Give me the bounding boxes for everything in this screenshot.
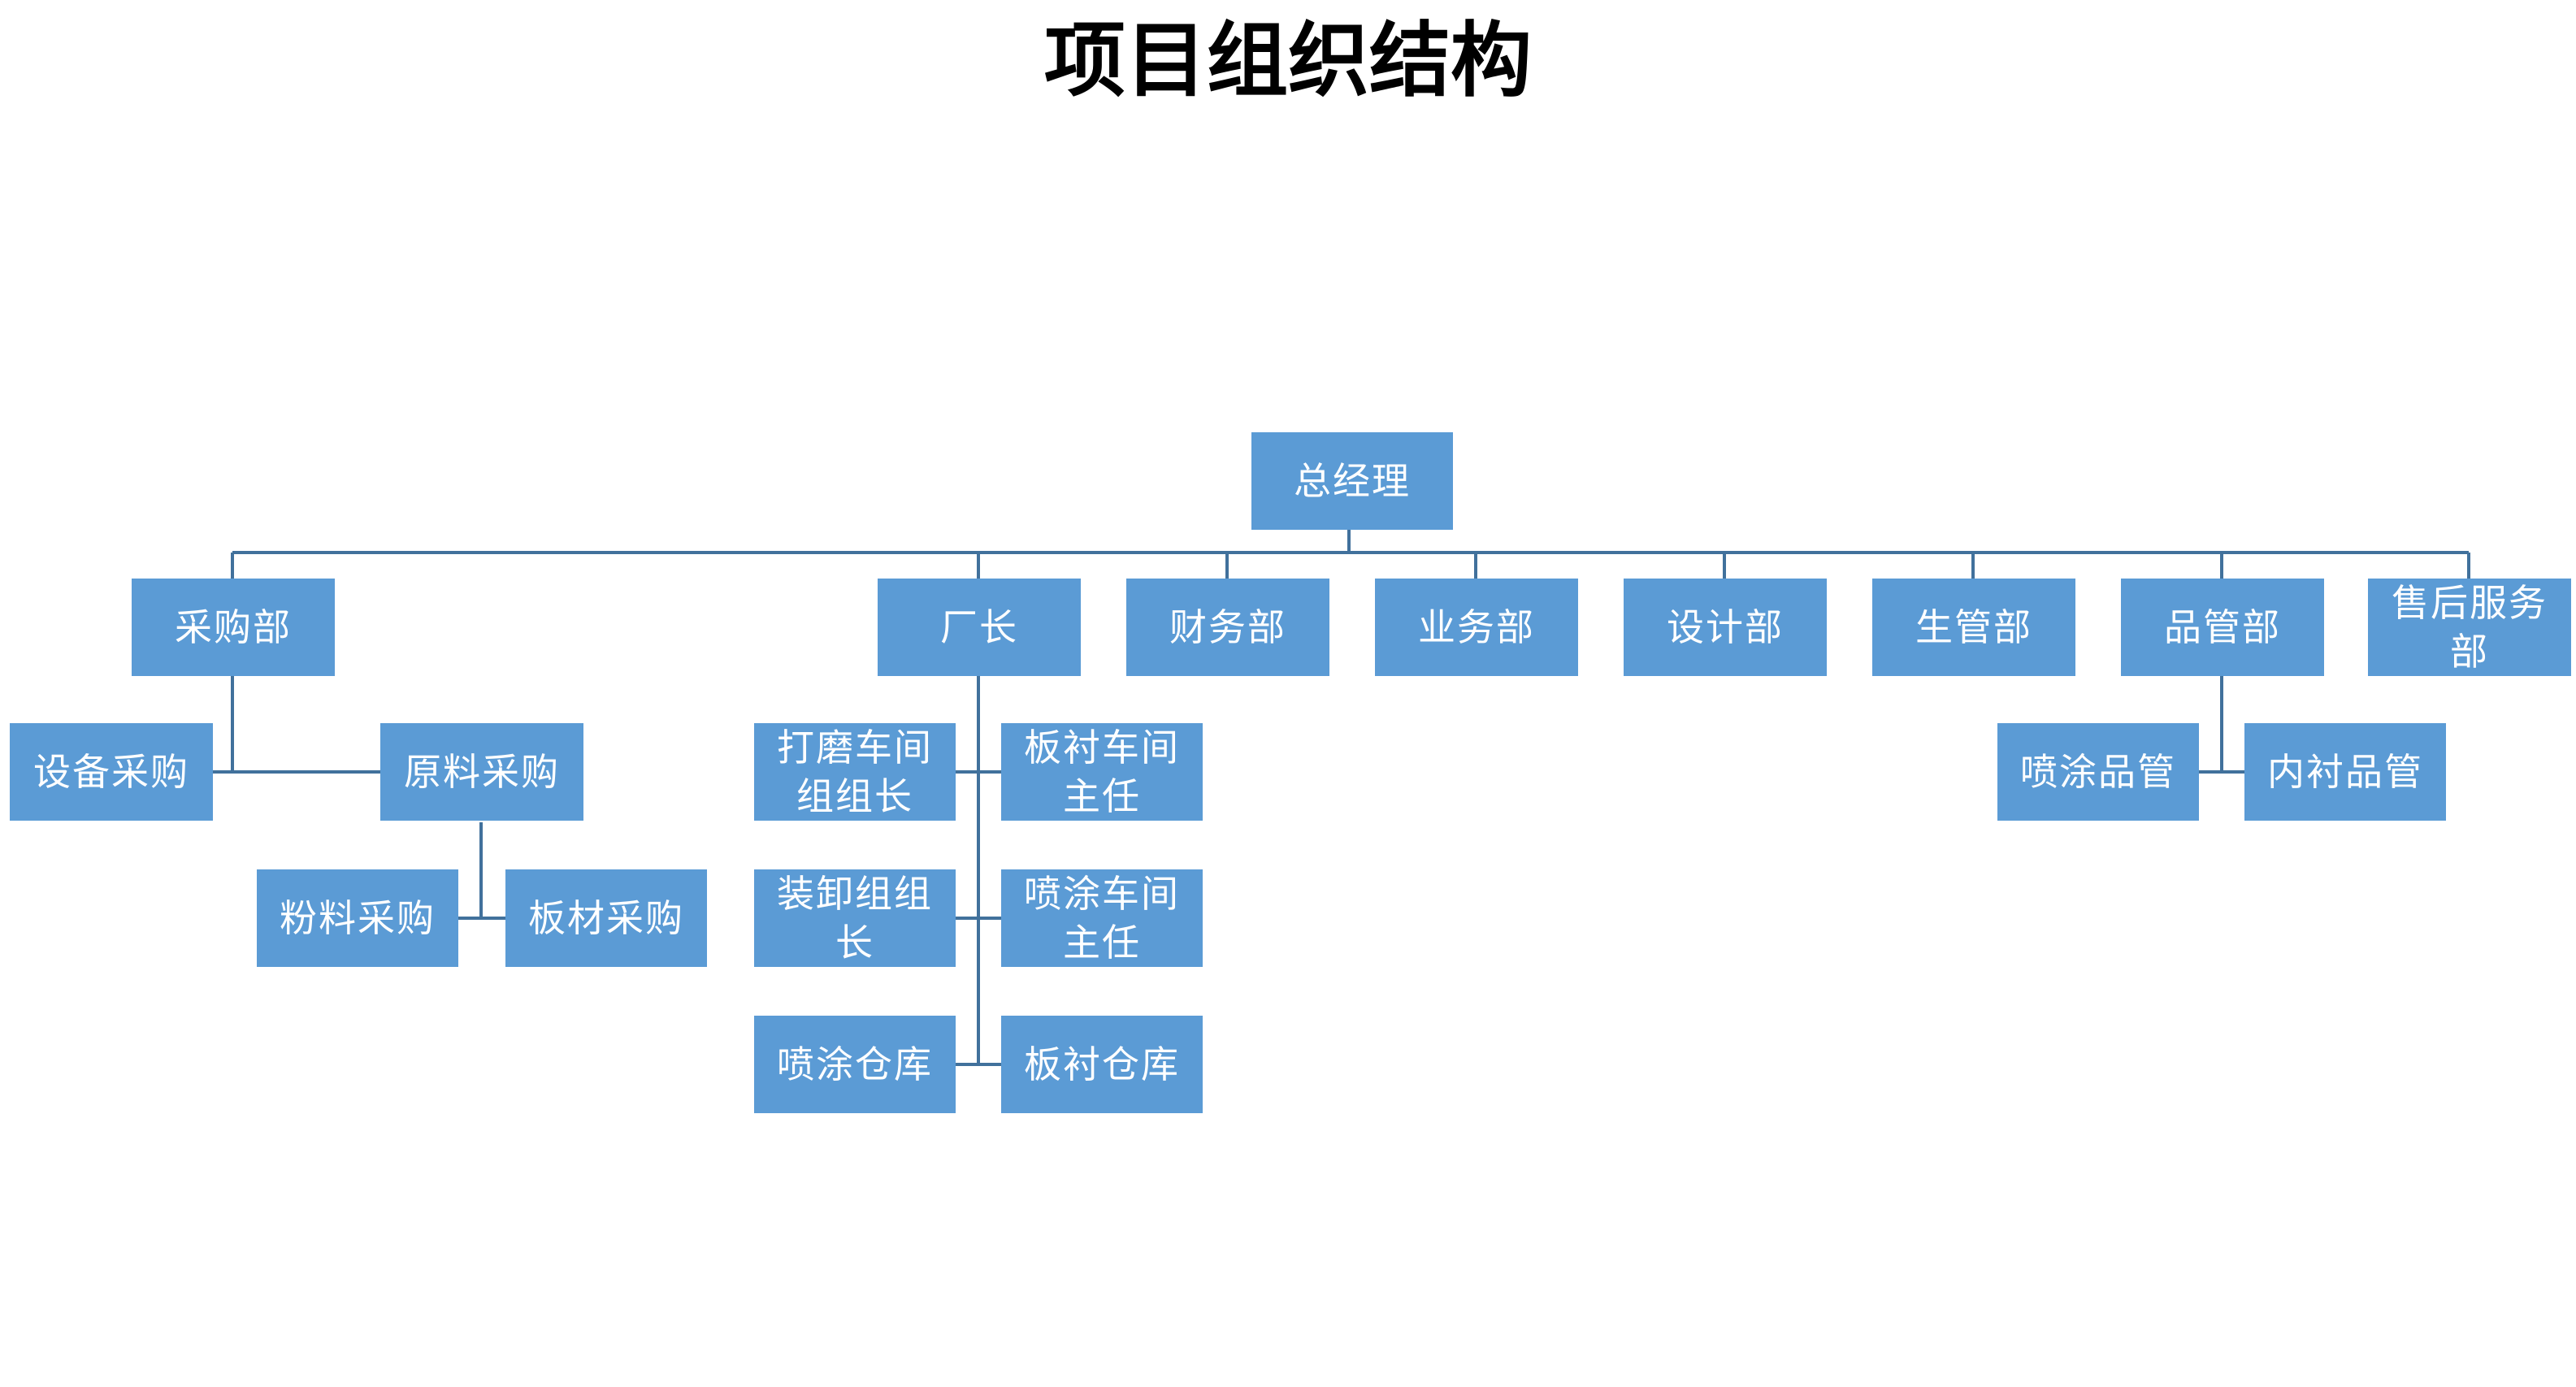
node-design[interactable]: 设计部 (1624, 579, 1827, 676)
node-grinding-leader[interactable]: 打磨车间组组长 (754, 723, 956, 821)
node-spraying-workshop-director[interactable]: 喷涂车间主任 (1001, 869, 1203, 967)
node-factory-director[interactable]: 厂长 (878, 579, 1081, 676)
node-quality-mgmt[interactable]: 品管部 (2121, 579, 2324, 676)
node-powder-purchase[interactable]: 粉料采购 (257, 869, 458, 967)
node-raw-material-purchase[interactable]: 原料采购 (380, 723, 583, 821)
node-spraying-warehouse[interactable]: 喷涂仓库 (754, 1016, 956, 1113)
node-business[interactable]: 业务部 (1375, 579, 1578, 676)
node-production-mgmt[interactable]: 生管部 (1872, 579, 2075, 676)
node-equipment-purchase[interactable]: 设备采购 (10, 723, 213, 821)
node-lining-workshop-director[interactable]: 板衬车间主任 (1001, 723, 1203, 821)
node-lining-qc[interactable]: 内衬品管 (2244, 723, 2446, 821)
node-finance[interactable]: 财务部 (1126, 579, 1329, 676)
node-procurement[interactable]: 采购部 (132, 579, 335, 676)
node-spraying-qc[interactable]: 喷涂品管 (1997, 723, 2199, 821)
node-after-sales[interactable]: 售后服务部 (2368, 579, 2571, 676)
node-gm[interactable]: 总经理 (1251, 432, 1453, 530)
node-lining-warehouse[interactable]: 板衬仓库 (1001, 1016, 1203, 1113)
page-title: 项目组织结构 (1044, 13, 1532, 108)
node-board-purchase[interactable]: 板材采购 (505, 869, 707, 967)
node-loading-leader[interactable]: 装卸组组长 (754, 869, 956, 967)
